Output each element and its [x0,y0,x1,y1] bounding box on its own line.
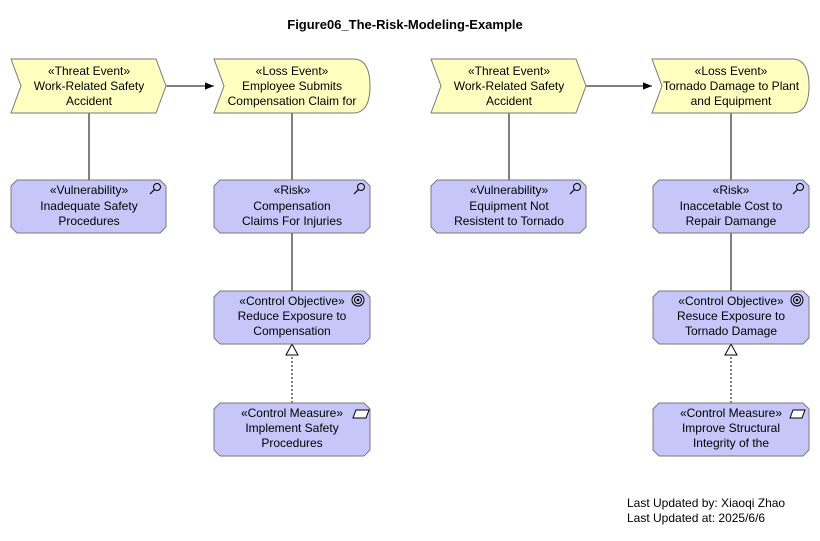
node-name-line: Resistent to Tornado [454,214,564,228]
node-stereotype: «Vulnerability» [470,183,549,197]
target-icon [790,293,804,307]
control-objective-node[interactable]: «Control Objective» Reduce Exposure to C… [213,290,371,345]
node-name-line: Inaccetable Cost to [680,199,783,213]
node-name-line: Claims For Injuries [242,214,342,228]
node-name-line: Compensation Claim for [228,94,357,108]
control-measure-node[interactable]: «Control Measure» Improve Structural Int… [652,402,810,457]
node-stereotype: «Risk» [274,183,311,197]
target-icon [351,293,365,307]
node-stereotype: «Loss Event» [256,64,329,78]
node-name-line: Employee Submits [242,79,342,93]
loss-event-node[interactable]: «Loss Event» Employee Submits Compensati… [213,58,371,114]
threat-event-node[interactable]: «Threat Event» Work-Related Safety Accid… [10,58,167,114]
node-name-line: Implement Safety [245,421,338,435]
risk-node[interactable]: «Risk» Compensation Claims For Injuries [213,179,371,234]
node-name-line: Accident [66,94,113,108]
node-name-line: Compensation [253,324,330,338]
node-stereotype: «Control Objective» [678,294,784,308]
node-name-line: Compensation [253,199,330,213]
vulnerability-node[interactable]: «Vulnerability» Equipment Not Resistent … [430,179,587,234]
node-name-line: Work-Related Safety [34,79,145,93]
vulnerability-node[interactable]: «Vulnerability» Inadequate Safety Proced… [10,179,167,234]
risk-node[interactable]: «Risk» Inaccetable Cost to Repair Damang… [652,179,810,234]
node-stereotype: «Control Objective» [239,294,345,308]
last-updated-at: Last Updated at: 2025/6/6 [627,511,766,525]
node-stereotype: «Risk» [713,183,750,197]
node-stereotype: «Threat Event» [468,64,550,78]
control-measure-node[interactable]: «Control Measure» Implement Safety Proce… [213,402,371,457]
node-stereotype: «Threat Event» [48,64,130,78]
node-stereotype: «Control Measure» [680,406,782,420]
node-name-line: Equipment Not [469,199,549,213]
node-stereotype: «Vulnerability» [50,183,129,197]
node-name-line: and Equipment [691,94,772,108]
connectors [88,82,738,403]
node-name-line: Reduce Exposure to [238,309,347,323]
node-name-line: Tornado Damage to Plant [663,79,800,93]
node-name-line: Accident [486,94,533,108]
node-name-line: Resuce Exposure to [677,309,785,323]
parallelogram-icon [789,409,806,419]
magnifier-icon [792,183,804,195]
node-stereotype: «Control Measure» [241,406,343,420]
node-name-line: Work-Related Safety [454,79,565,93]
node-name-line: Inadequate Safety [40,199,137,213]
node-name-line: Repair Damange [686,214,777,228]
threat-event-node[interactable]: «Threat Event» Work-Related Safety Accid… [430,58,587,114]
diagram-title: Figure06_The-Risk-Modeling-Example [287,17,523,32]
realization-arrowhead [724,342,738,356]
realization-arrowhead [285,342,299,356]
node-name-line: Procedures [58,214,119,228]
magnifier-icon [569,183,581,195]
node-name-line: Procedures [261,436,322,450]
control-objective-node[interactable]: «Control Objective» Resuce Exposure to T… [652,290,810,345]
node-name-line: Integrity of the [693,436,769,450]
magnifier-icon [149,183,161,195]
loss-event-node[interactable]: «Loss Event» Tornado Damage to Plant and… [651,58,810,114]
node-name-line: Tornado Damage [685,324,777,338]
last-updated-by: Last Updated by: Xiaoqi Zhao [627,496,786,510]
magnifier-icon [353,183,365,195]
node-name-line: Improve Structural [682,421,780,435]
update-info: Last Updated by: Xiaoqi Zhao Last Update… [627,496,785,526]
parallelogram-icon [352,409,370,419]
node-stereotype: «Loss Event» [695,64,768,78]
